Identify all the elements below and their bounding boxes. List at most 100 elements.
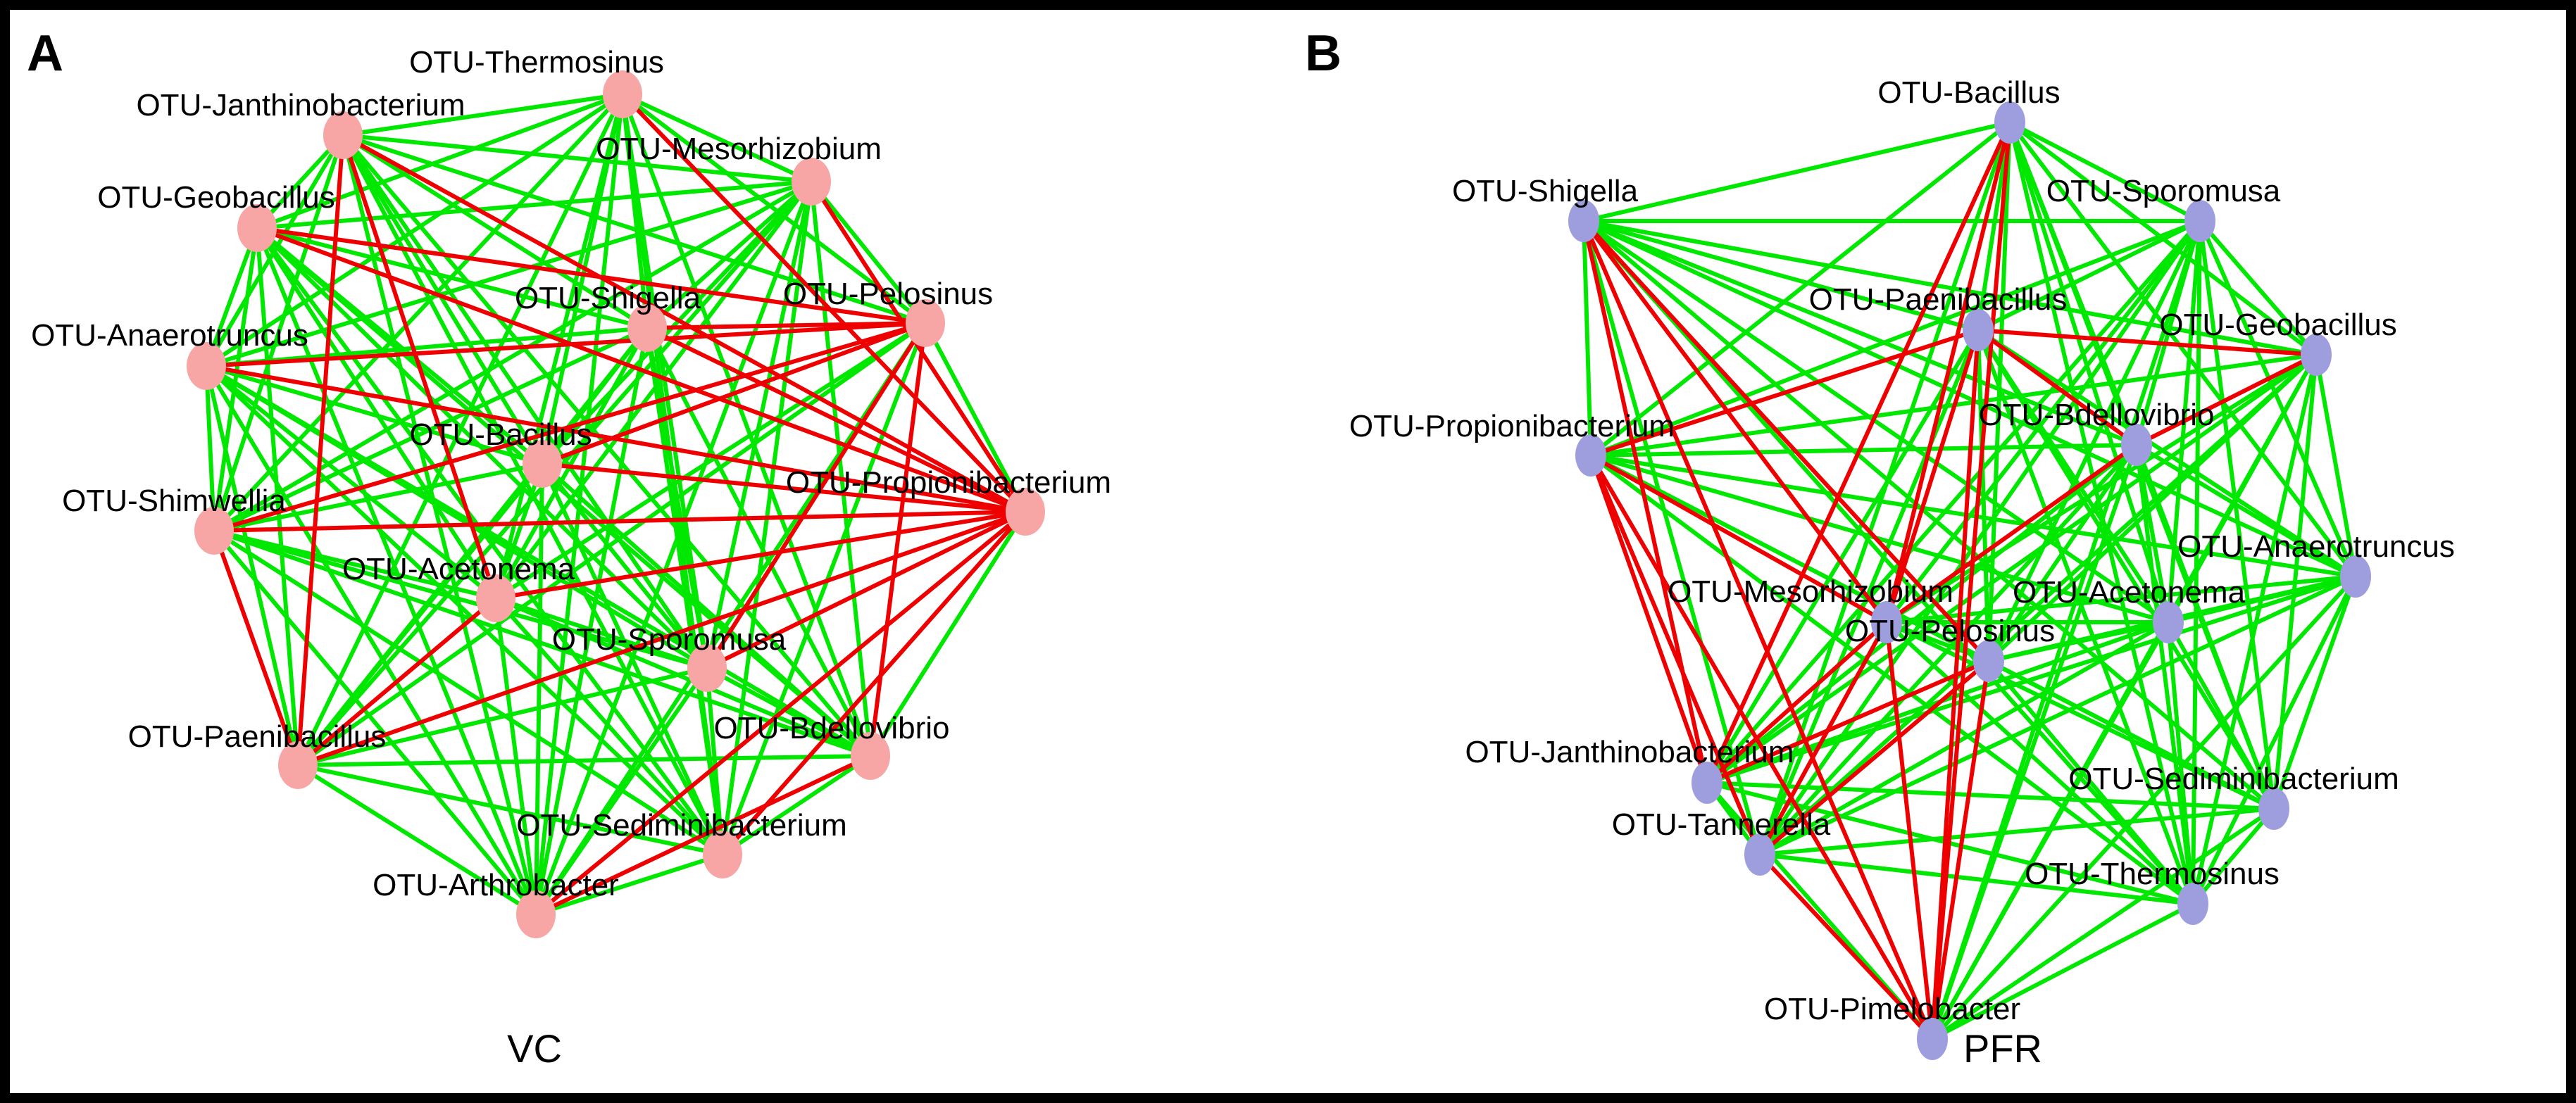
positive-correlation-edge [2198, 220, 2318, 356]
network-node-sediminibacterium[interactable] [2258, 788, 2289, 830]
network-node-mesorhizobium[interactable] [1871, 601, 1902, 643]
network-node-pelosinus[interactable] [1973, 640, 2004, 682]
network-node-bacillus[interactable] [1994, 101, 2025, 144]
positive-correlation-edge [1758, 220, 2202, 856]
network-node-paenibacillus[interactable] [1963, 309, 1994, 351]
network-node-shigella[interactable] [1568, 200, 1599, 242]
network-node-propionibacterium[interactable] [1006, 488, 1045, 536]
positive-correlation-edge [646, 179, 813, 330]
network-node-bacillus[interactable] [523, 440, 562, 488]
positive-correlation-edge [255, 227, 498, 600]
positive-correlation-edge [2134, 443, 2276, 810]
positive-correlation-edge [705, 667, 725, 855]
negative-correlation-edge [1884, 122, 2012, 623]
network-node-shimwellia[interactable] [194, 507, 234, 555]
network-node-thermosinus[interactable] [603, 70, 642, 118]
negative-correlation-edge [1582, 220, 1934, 1040]
panel-a-caption: VC [507, 1026, 562, 1071]
positive-correlation-edge [1758, 353, 2318, 857]
negative-correlation-edge [1930, 122, 2012, 1040]
network-node-sporomusa[interactable] [687, 644, 727, 692]
positive-correlation-edge [494, 596, 872, 758]
positive-correlation-edge [1706, 781, 2275, 811]
network-node-janthinobacterium[interactable] [323, 111, 363, 159]
negative-correlation-edge [534, 754, 872, 916]
network-node-thermosinus[interactable] [2177, 883, 2208, 925]
negative-correlation-edge [646, 321, 926, 330]
negative-correlation-edge [1930, 329, 1980, 1040]
positive-correlation-edge [1884, 620, 2195, 906]
positive-correlation-edge [2008, 121, 2358, 578]
positive-correlation-edge [255, 227, 300, 766]
positive-correlation-edge [1582, 219, 2275, 811]
positive-correlation-edge [206, 179, 812, 368]
network-graph-a [187, 70, 1045, 938]
network-node-shigella[interactable] [627, 304, 667, 352]
network-node-paenibacillus[interactable] [278, 741, 318, 789]
positive-correlation-edge [868, 510, 1027, 757]
network-node-geobacillus[interactable] [237, 204, 277, 252]
positive-correlation-edge [2272, 576, 2358, 809]
negative-correlation-edge [809, 180, 1027, 513]
network-node-bdellovibrio[interactable] [851, 732, 890, 780]
negative-correlation-edge [646, 326, 1027, 514]
network-node-tannerella[interactable] [1744, 833, 1775, 876]
positive-correlation-edge [1931, 807, 2275, 1041]
network-node-acetonema[interactable] [476, 574, 515, 622]
positive-correlation-edge [540, 179, 813, 466]
positive-correlation-edge [1987, 443, 2139, 662]
negative-correlation-edge [1885, 443, 2138, 624]
network-node-janthinobacterium[interactable] [1692, 762, 1722, 804]
positive-correlation-edge [494, 327, 649, 600]
positive-correlation-edge [206, 364, 543, 466]
positive-correlation-edge [2166, 622, 2195, 905]
positive-correlation-edge [341, 134, 873, 757]
negative-correlation-edge [1706, 620, 1888, 785]
positive-correlation-edge [1758, 329, 1980, 856]
positive-correlation-edge [534, 667, 709, 916]
negative-correlation-edge [256, 226, 926, 325]
positive-correlation-edge [1590, 453, 2169, 624]
negative-correlation-edge [1977, 328, 2138, 447]
negative-correlation-edge [1758, 621, 1889, 856]
network-node-sporomusa[interactable] [2184, 200, 2215, 242]
negative-correlation-edge [213, 510, 1026, 533]
network-node-propionibacterium[interactable] [1575, 434, 1606, 477]
network-node-anaerotruncus[interactable] [187, 342, 226, 390]
positive-correlation-edge [2008, 122, 2195, 905]
negative-correlation-edge [1758, 852, 1934, 1041]
negative-correlation-edge [1884, 622, 1934, 1040]
positive-correlation-edge [212, 227, 259, 531]
positive-correlation-edge [1930, 574, 2358, 1041]
network-node-acetonema[interactable] [2153, 601, 2184, 643]
negative-correlation-edge [2135, 353, 2318, 447]
panel-b-caption: PFR [1963, 1026, 2042, 1071]
positive-correlation-edge [204, 365, 538, 916]
positive-edge-group [1582, 120, 2358, 1041]
network-node-bdellovibrio[interactable] [2121, 424, 2152, 466]
network-node-arthrobacter[interactable] [516, 890, 556, 938]
network-node-pimelobacter[interactable] [1917, 1018, 1948, 1060]
positive-correlation-edge [621, 92, 813, 184]
network-node-anaerotruncus[interactable] [2340, 555, 2371, 598]
positive-correlation-edge [212, 529, 538, 916]
positive-correlation-edge [1931, 902, 2194, 1041]
positive-correlation-edge [297, 666, 708, 767]
positive-correlation-edge [1930, 220, 2202, 1040]
negative-correlation-edge [1977, 328, 2317, 357]
positive-correlation-edge [342, 133, 812, 184]
positive-correlation-edge [1976, 329, 2195, 905]
network-node-mesorhizobium[interactable] [792, 158, 831, 206]
positive-correlation-edge [342, 133, 649, 330]
network-node-geobacillus[interactable] [2301, 334, 2332, 376]
network-node-pelosinus[interactable] [906, 299, 945, 347]
positive-correlation-edge [1759, 807, 2275, 857]
negative-correlation-edge [1884, 329, 1980, 623]
positive-correlation-edge [296, 462, 544, 767]
positive-correlation-edge [341, 134, 709, 669]
positive-correlation-edge [297, 763, 723, 857]
network-node-sediminibacterium[interactable] [703, 831, 742, 878]
